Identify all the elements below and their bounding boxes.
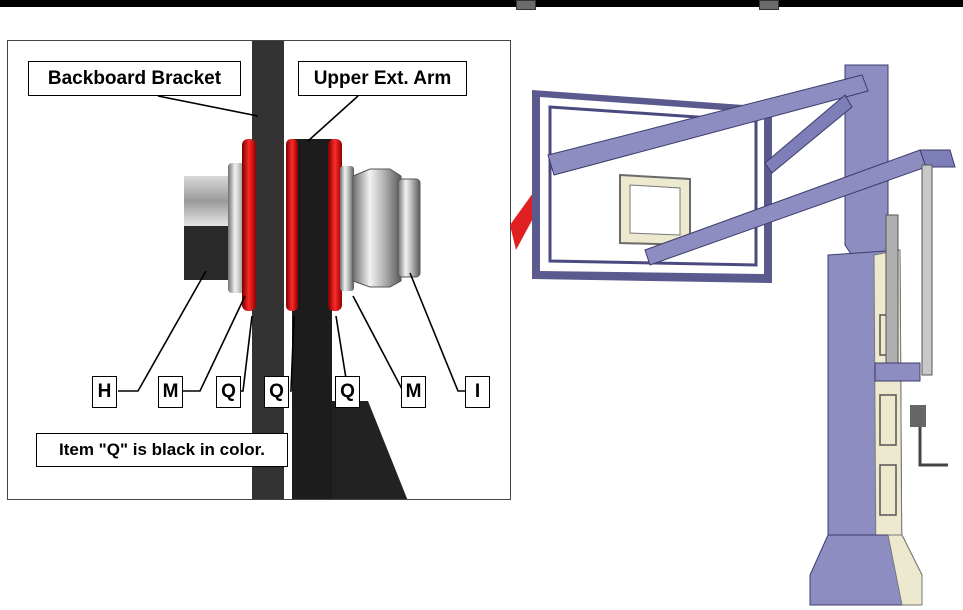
callout-q-1: Q <box>216 376 241 408</box>
top-bar <box>0 0 963 10</box>
spacer-q-3 <box>328 139 342 311</box>
backboard-bracket-label: Backboard Bracket <box>28 61 241 96</box>
callout-i: I <box>465 376 490 408</box>
callout-m-left: M <box>158 376 183 408</box>
strut-right <box>921 164 933 376</box>
arm-flare <box>332 401 408 499</box>
color-note: Item "Q" is black in color. <box>36 433 288 467</box>
upper-arm <box>547 74 869 176</box>
callout-q-3: Q <box>335 376 360 408</box>
upper-ext-arm-label: Upper Ext. Arm <box>298 61 467 96</box>
washer-m-right <box>340 166 354 291</box>
strut-left <box>885 214 899 366</box>
spacer-q-2 <box>286 139 298 311</box>
bolt-head-h <box>184 176 230 226</box>
hardware-stack-drawing <box>118 41 466 499</box>
backboard-bracket-plate <box>252 41 284 499</box>
top-bar-tab-right <box>759 0 779 10</box>
spacer-q-1 <box>242 139 256 311</box>
upper-ext-arm-plate <box>292 139 332 499</box>
callout-q-2: Q <box>264 376 289 408</box>
nut-i <box>352 168 402 288</box>
callout-m-right: M <box>401 376 426 408</box>
top-bar-tab-left <box>516 0 536 10</box>
callout-h: H <box>92 376 117 408</box>
crank-handle <box>910 405 926 427</box>
hardware-detail-inset: Backboard Bracket Upper Ext. Arm H M Q Q… <box>7 40 511 500</box>
basketball-system-drawing <box>510 64 956 606</box>
